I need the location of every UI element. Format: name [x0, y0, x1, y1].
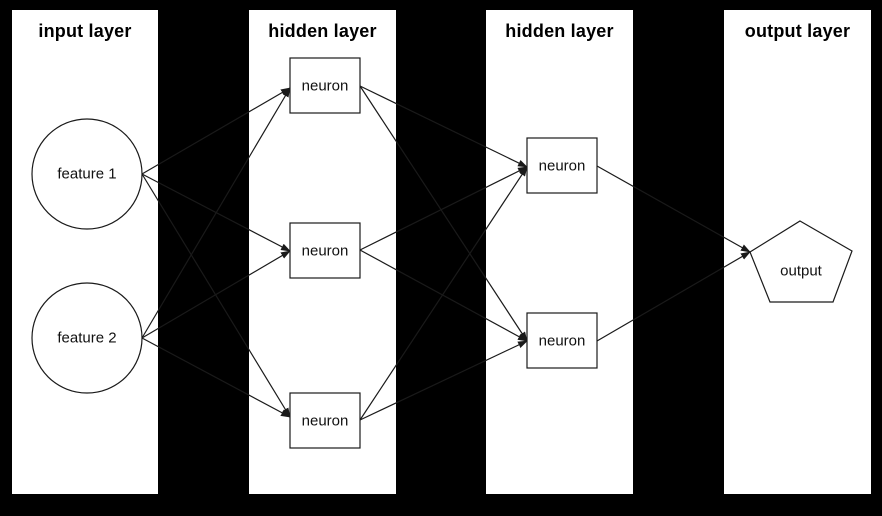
node-output[interactable]: [749, 220, 853, 303]
panel-title-hidden-layer-2: hidden layer: [505, 21, 614, 41]
edge-h1n1-to-h2n1: [359, 85, 528, 168]
node-h2n2[interactable]: [526, 312, 598, 369]
node-h1n3[interactable]: [289, 392, 361, 449]
edge-feature2-to-h1n1: [141, 87, 291, 339]
edge-h2n1-to-output: [596, 165, 751, 253]
panel-hidden-layer-2: hidden layer: [486, 10, 633, 494]
node-feature1[interactable]: [31, 118, 143, 230]
panel-title-input-layer: input layer: [38, 21, 132, 41]
node-h1n1[interactable]: [289, 57, 361, 114]
edge-feature1-to-h1n1: [141, 87, 291, 175]
edge-feature2-to-h1n3: [141, 337, 291, 418]
node-feature2[interactable]: [31, 282, 143, 394]
panel-input-layer: input layer: [12, 10, 158, 494]
panel-title-output-layer: output layer: [744, 21, 851, 41]
nodes-group: [31, 57, 853, 449]
node-h1n2[interactable]: [289, 222, 361, 279]
panel-title-hidden-layer-1: hidden layer: [268, 21, 377, 41]
edge-feature1-to-h1n3: [141, 173, 291, 418]
edge-h2n2-to-output: [596, 251, 751, 342]
edge-feature2-to-h1n2: [141, 250, 291, 339]
edge-h1n3-to-h2n2: [359, 340, 528, 421]
edge-h1n3-to-h2n1: [359, 166, 528, 421]
edges-group: [141, 85, 751, 421]
node-h2n1[interactable]: [526, 137, 598, 194]
edge-h1n2-to-h2n1: [359, 166, 528, 251]
edge-h1n1-to-h2n2: [359, 85, 528, 342]
edge-h1n2-to-h2n2: [359, 249, 528, 342]
